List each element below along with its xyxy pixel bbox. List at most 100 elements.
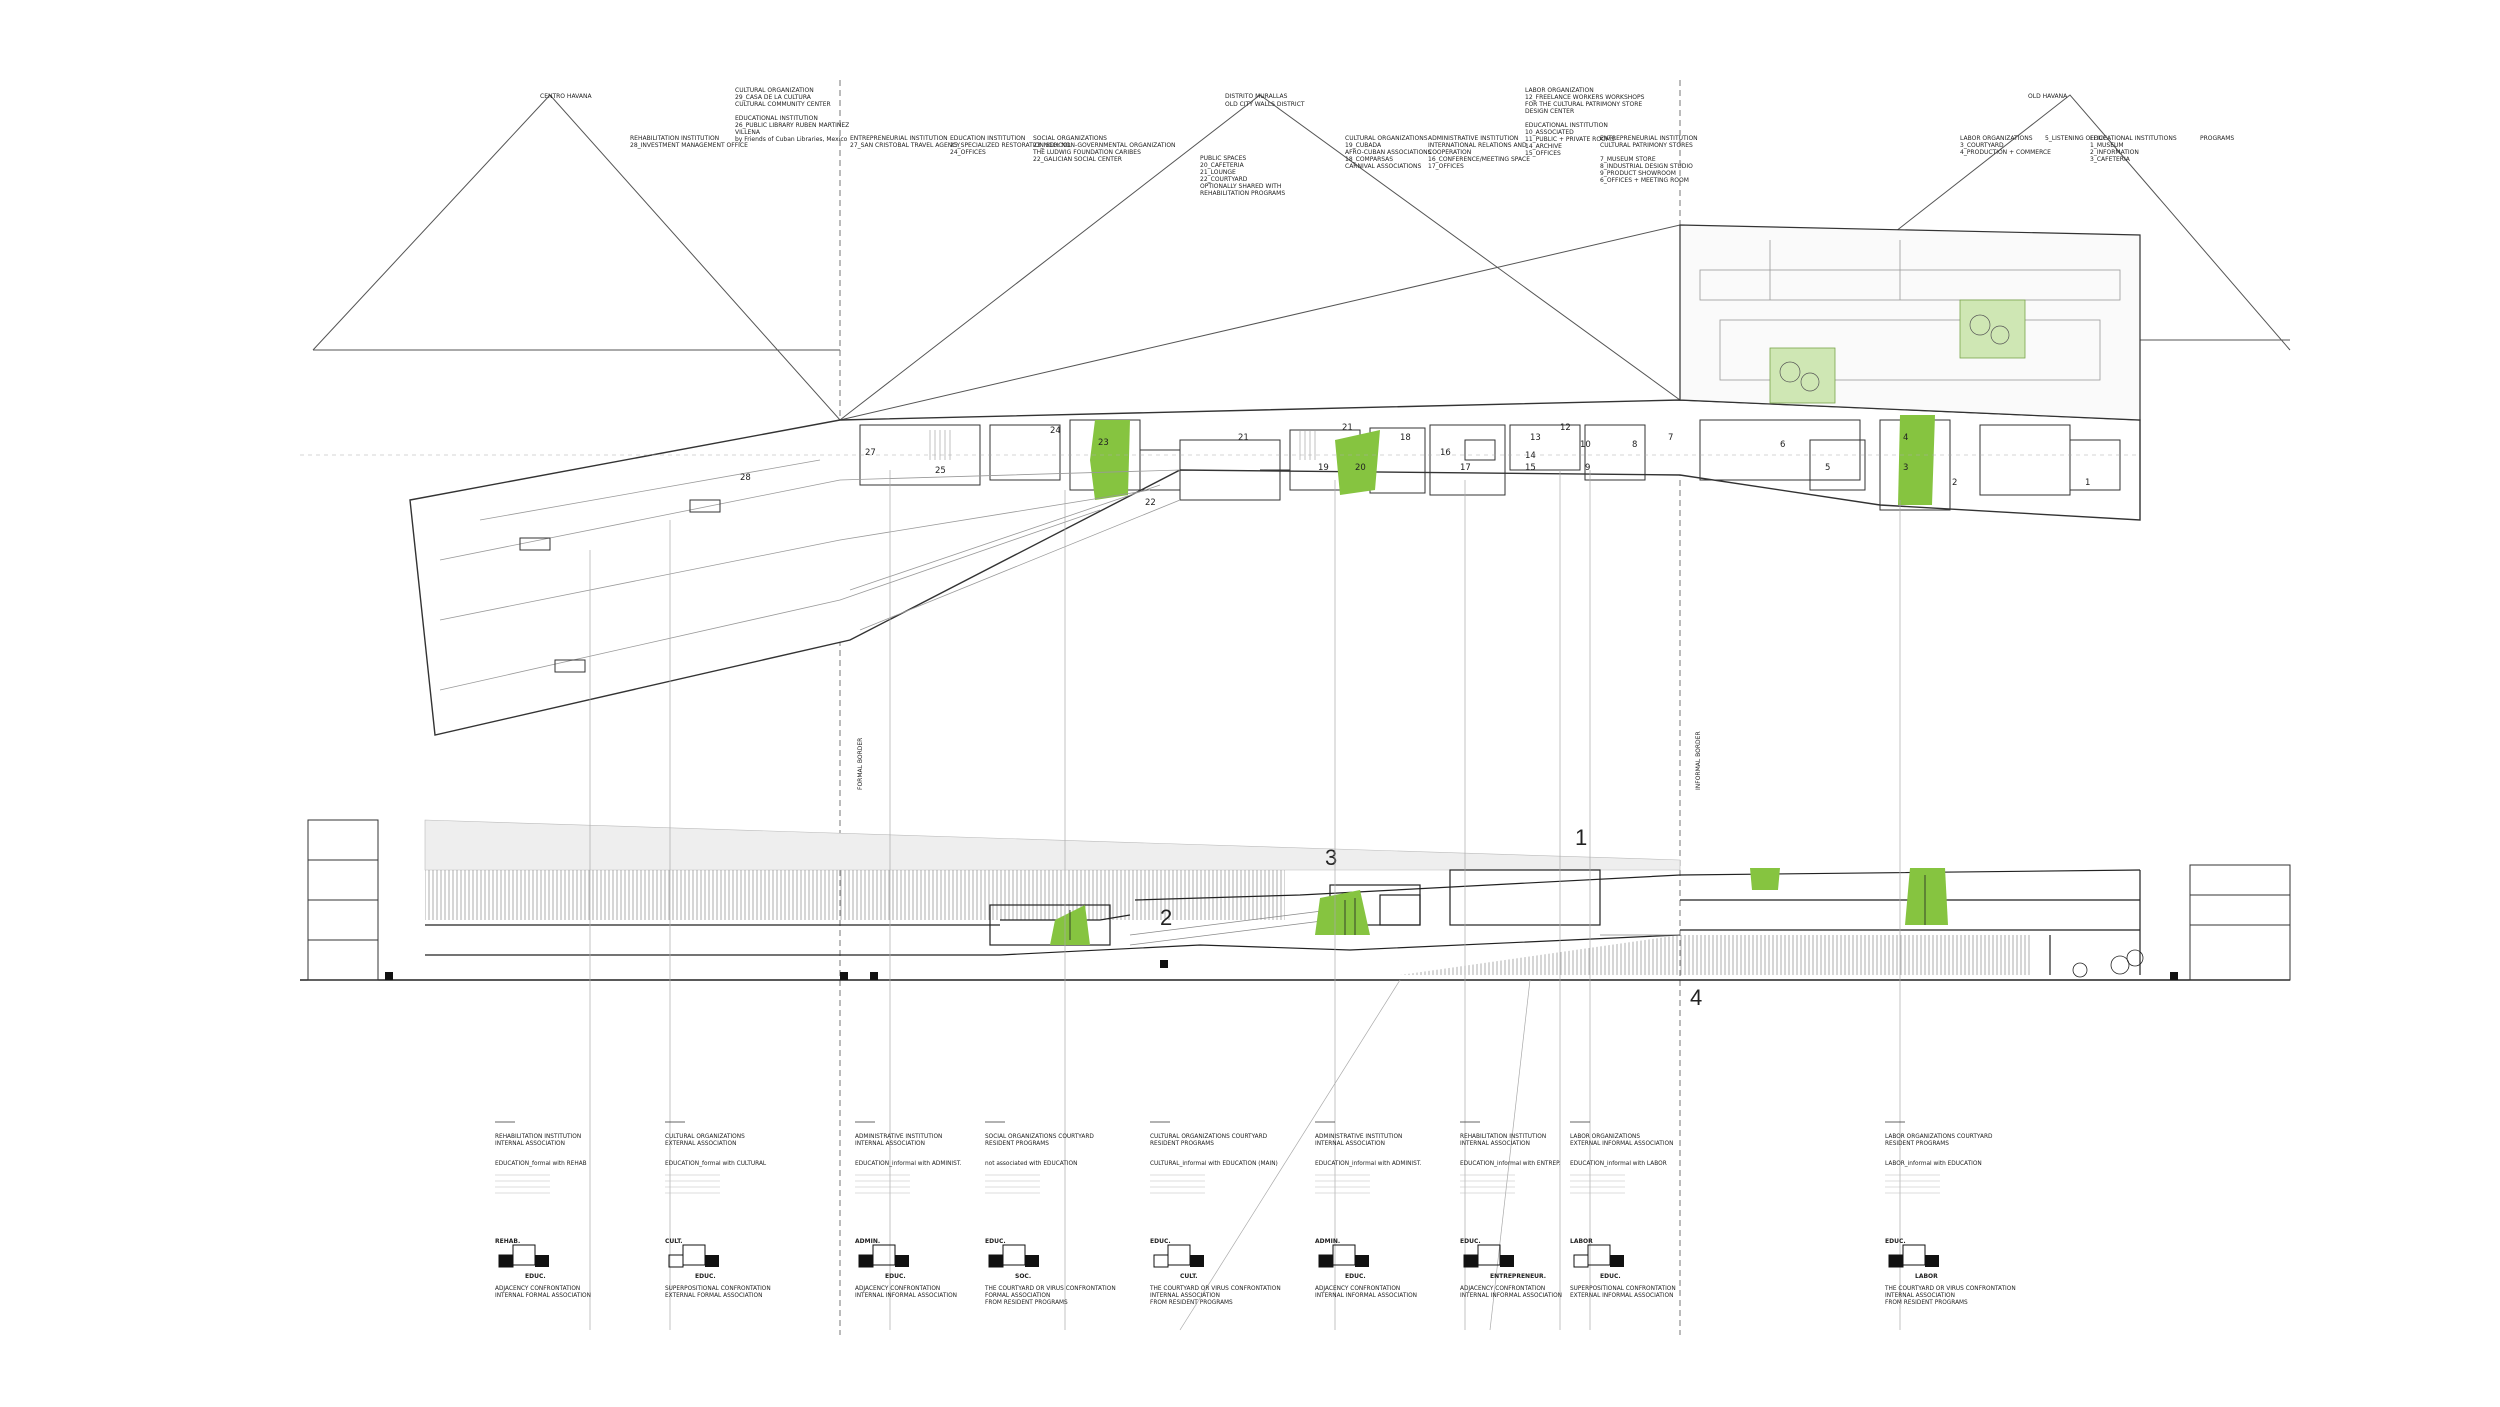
column-title: SOCIAL ORGANIZATIONS COURTYARD [985,1134,1094,1140]
program-text: 16_CONFERENCE/MEETING SPACE [1428,156,1530,163]
diagram-label: CULT. [1180,1273,1198,1280]
program-text: 1_MUSEUM [2090,142,2124,149]
room-number: 5 [1825,463,1830,473]
room-number: 12 [1560,423,1571,433]
room-number: 21 [1238,433,1249,443]
room-number: 28 [740,473,751,483]
room-number: 27 [865,448,876,458]
column-caption: FROM RESIDENT PROGRAMS [985,1300,1068,1306]
diagram-label: EDUC. [1600,1273,1621,1280]
section-number: 2 [1160,905,1172,930]
program-text: 18_COMPARSAS [1345,156,1393,163]
room-number: 14 [1525,451,1536,461]
column-title: ADMINISTRATIVE INSTITUTION [1315,1134,1402,1140]
program-text: 28_INVESTMENT MANAGEMENT OFFICE [630,142,748,149]
program-text: by Friends of Cuban Libraries, Mexico [735,136,848,143]
program-text: 23_NGO: NON-GOVERNMENTAL ORGANIZATION [1033,142,1176,149]
border-label: FORMAL BORDER [857,738,864,790]
district-subtitle: OLD CITY WALLS DISTRICT [1225,101,1305,108]
program-text: 5_LISTENING OFFICE [2045,135,2107,142]
column-title: CULTURAL ORGANIZATIONS COURTYARD [1150,1134,1268,1140]
room-number: 25 [935,466,946,476]
section-number: 1 [1575,825,1587,850]
program-text: 8_INDUSTRIAL DESIGN STUDIO [1600,163,1693,170]
room-number: 24 [1050,426,1061,436]
program-text: EDUCATIONAL INSTITUTIONS [2090,135,2177,142]
room-number: 17 [1460,463,1471,473]
upper-right-plan [1679,224,2141,421]
column-caption: THE COURTYARD OR VIRUS CONFRONTATION [1884,1286,2016,1292]
diagram-label: LABOR [1570,1238,1593,1245]
room-number: 21 [1342,423,1353,433]
section-courtyard-green [1905,868,1948,925]
room-number: 18 [1400,433,1411,443]
section-courtyard-green [1750,868,1780,890]
program-text: AFRO-CUBAN ASSOCIATIONS [1345,149,1432,156]
column-title: REHABILITATION INSTITUTION [495,1134,581,1140]
room-number: 22 [1145,498,1156,508]
column-title: RESIDENT PROGRAMS [985,1141,1049,1147]
column-caption: INTERNAL ASSOCIATION [1885,1293,1955,1299]
column-relation: EDUCATION_informal with ADMINIST. [1315,1161,1422,1167]
room-number: 8 [1632,440,1637,450]
column-caption: INTERNAL INFORMAL ASSOCIATION [855,1293,957,1299]
building-section: 1 2 3 4 FORMAL BORDER INFORMAL BORDER [300,731,2291,1010]
room-number: 20 [1355,463,1366,473]
column-caption: FROM RESIDENT PROGRAMS [1885,1300,1968,1306]
program-text: PROGRAMS [2200,135,2234,142]
program-text: 12_FREELANCE WORKERS WORKSHOPS [1525,94,1645,101]
diagram-label: LABOR [1915,1273,1938,1280]
program-text: REHABILITATION INSTITUTION [630,135,719,142]
room-number: 23 [1098,438,1109,448]
room-number: 7 [1668,433,1673,443]
column-caption: INTERNAL FORMAL ASSOCIATION [495,1293,591,1299]
column-title: INTERNAL ASSOCIATION [495,1141,565,1147]
column-caption: SUPERPOSITIONAL CONFRONTATION [1570,1286,1676,1292]
program-text: REHABILITATION PROGRAMS [1200,190,1285,197]
program-text: 22_COURTYARD [1200,176,1248,183]
column-caption: ADJACENCY CONFRONTATION [1315,1286,1400,1292]
column-caption: ADJACENCY CONFRONTATION [495,1286,580,1292]
light-green-patio [1769,347,1836,404]
column-caption: THE COURTYARD OR VIRUS CONFRONTATION [1149,1286,1281,1292]
column-title: CULTURAL ORGANIZATIONS [665,1134,745,1140]
border-label: INFORMAL BORDER [1695,731,1702,790]
program-text: 25_SPECIALIZED RESTORATION SCHOOL [950,142,1072,149]
program-text: 19_CUBADA [1345,142,1382,149]
section-number: 3 [1325,845,1337,870]
diagram-label: EDUC. [525,1273,546,1280]
program-text: 3_COURTYARD [1960,142,2004,149]
room-number: 1 [2085,478,2090,488]
program-header: REHABILITATION INSTITUTION28_INVESTMENT … [630,87,2234,197]
column-caption: EXTERNAL FORMAL ASSOCIATION [665,1293,762,1299]
diagram-label: ADMIN. [1315,1238,1340,1245]
room-number: 6 [1780,440,1785,450]
section-number: 4 [1690,985,1702,1010]
program-text: EDUCATIONAL INSTITUTION [1525,122,1608,129]
column-relation: EDUCATION_formal with CULTURAL [665,1161,767,1167]
courtyard-green [1090,420,1130,500]
program-text: 17_OFFICES [1428,163,1464,170]
program-text: 3_CAFETERIA [2090,156,2131,163]
program-text: OPTIONALLY SHARED WITH [1200,183,1281,190]
diagram-label: EDUC. [885,1273,906,1280]
program-text: INTERNATIONAL RELATIONS AND [1428,142,1527,149]
district-label: CENTRO HAVANA [540,93,592,100]
diagram-label: REHAB. [495,1238,520,1245]
district-label: DISTRITO MURALLAS [1225,93,1288,100]
column-relation: EDUCATION_informal with LABOR [1570,1161,1667,1167]
column-caption: INTERNAL ASSOCIATION [1150,1293,1220,1299]
program-text: 7_MUSEUM STORE [1600,156,1656,163]
program-text: PUBLIC SPACES [1200,155,1246,162]
district-label: OLD HAVANA [2028,93,2068,100]
program-text: THE LUDWIG FOUNDATION CARIBES [1032,149,1141,156]
program-text: EDUCATION INSTITUTION [950,135,1025,142]
diagram-label: EDUC. [695,1273,716,1280]
column-relation: CULTURAL_informal with EDUCATION (MAIN) [1150,1161,1278,1167]
program-text: 4_PRODUCTION + COMMERCE [1960,149,2051,156]
column-title: INTERNAL ASSOCIATION [1315,1141,1385,1147]
